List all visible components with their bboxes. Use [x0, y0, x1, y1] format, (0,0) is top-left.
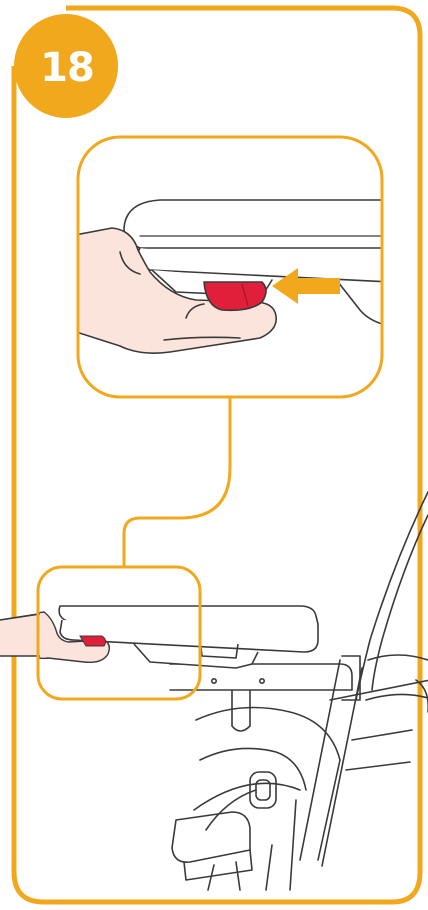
hand-small-wrist: [0, 614, 40, 656]
zoom-connector: [124, 397, 230, 567]
step-number: 18: [40, 45, 94, 91]
seat-frame: [170, 492, 428, 890]
step-number-badge: 18: [14, 14, 118, 118]
release-button: [204, 282, 266, 310]
